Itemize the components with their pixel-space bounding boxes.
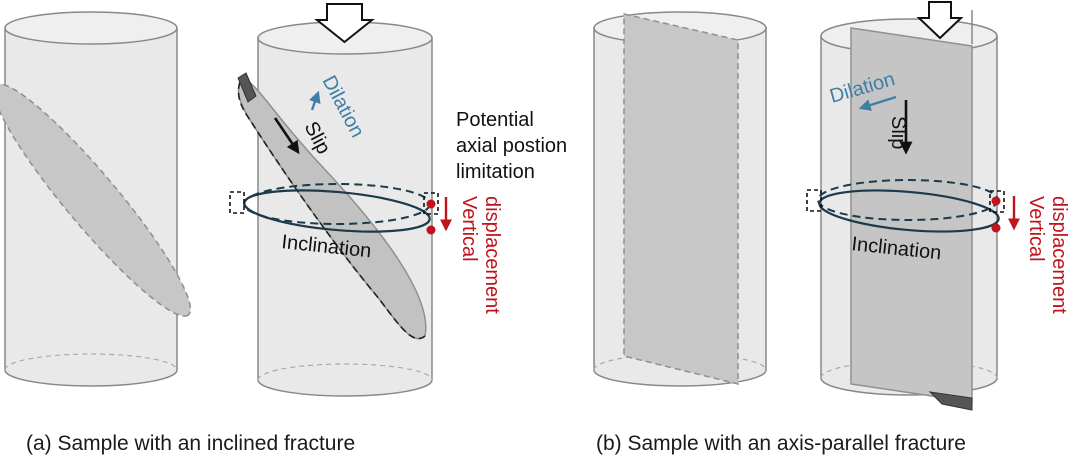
slip-label-b: Slip [887, 116, 909, 149]
load-arrow-icon [916, 1, 964, 40]
cylinder-b1 [593, 11, 767, 387]
caption-a: (a) Sample with an inclined fracture [26, 432, 356, 455]
caption-b: (b) Sample with an axis-parallel fractur… [596, 432, 966, 455]
inclined-fracture-plane [0, 83, 192, 317]
position-box-left [806, 189, 822, 212]
axis-parallel-fracture-plane [623, 13, 739, 385]
vertical-displacement-label-a: Vertical displacement [458, 196, 503, 314]
position-box-right [423, 192, 439, 215]
marker-dot-bottom [426, 225, 436, 235]
marker-dot-top [991, 196, 1001, 206]
cylinder-b2 [820, 10, 998, 411]
inclination-ellipse [818, 189, 1000, 233]
marker-dot-bottom [991, 223, 1001, 233]
vertical-displacement-label-b: Vertical displacement [1025, 196, 1070, 314]
marker-dot-top [426, 199, 436, 209]
slip-arrow-icon [273, 117, 300, 155]
dilation-arrow-icon [309, 90, 321, 111]
position-box-left [229, 191, 245, 214]
position-box-right [989, 190, 1005, 213]
cylinder-a1 [0, 11, 192, 387]
dilation-arrow-icon [858, 95, 897, 111]
load-arrow-icon [314, 3, 375, 44]
potential-limitation-note: Potential axial postion limitation [456, 109, 573, 183]
